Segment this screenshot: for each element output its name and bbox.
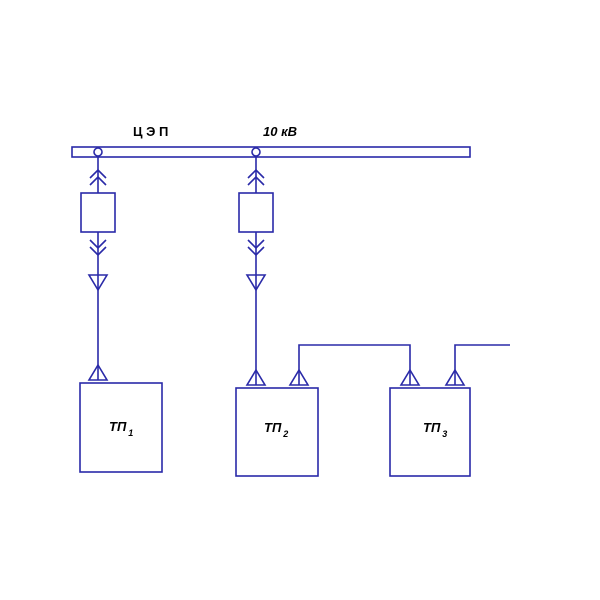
bus-voltage-label: 10 кВ bbox=[263, 124, 297, 139]
disconnect-contact-upper bbox=[89, 168, 107, 179]
cable-termination-up bbox=[288, 368, 310, 386]
substation-label: ТП bbox=[109, 419, 127, 434]
switchgear-cell bbox=[80, 192, 116, 233]
substation-index: 3 bbox=[442, 429, 447, 439]
svg-text:ТП3: ТП3 bbox=[423, 420, 447, 439]
substation-box bbox=[79, 382, 163, 473]
feeder-2 bbox=[238, 147, 274, 386]
cable-termination-up bbox=[87, 363, 109, 381]
disconnect-contact-upper bbox=[247, 168, 265, 179]
feeder-1 bbox=[80, 147, 116, 381]
svg-text:ТП1: ТП1 bbox=[109, 419, 133, 438]
cable-termination-up bbox=[399, 368, 421, 386]
cable-termination-down bbox=[87, 274, 109, 292]
substation-index: 1 bbox=[128, 428, 133, 438]
busbar bbox=[71, 146, 471, 158]
disconnect-contact-lower bbox=[89, 239, 107, 250]
bus-connection-node bbox=[251, 147, 261, 157]
cable-termination-up bbox=[444, 368, 466, 386]
loop-cable-line bbox=[288, 344, 510, 386]
substation-box bbox=[235, 387, 319, 477]
substation-label: ТП bbox=[264, 420, 282, 435]
bus-name-label: Ц Э П bbox=[133, 124, 168, 139]
cable-termination-up bbox=[245, 368, 267, 386]
bus-connection-node bbox=[93, 147, 103, 157]
svg-text:ТП2: ТП2 bbox=[264, 420, 288, 439]
cable-termination-down bbox=[245, 274, 267, 292]
disconnect-contact-lower bbox=[247, 239, 265, 250]
substation-label: ТП bbox=[423, 420, 441, 435]
substation-box bbox=[389, 387, 471, 477]
switchgear-cell bbox=[238, 192, 274, 233]
substation-index: 2 bbox=[282, 429, 288, 439]
